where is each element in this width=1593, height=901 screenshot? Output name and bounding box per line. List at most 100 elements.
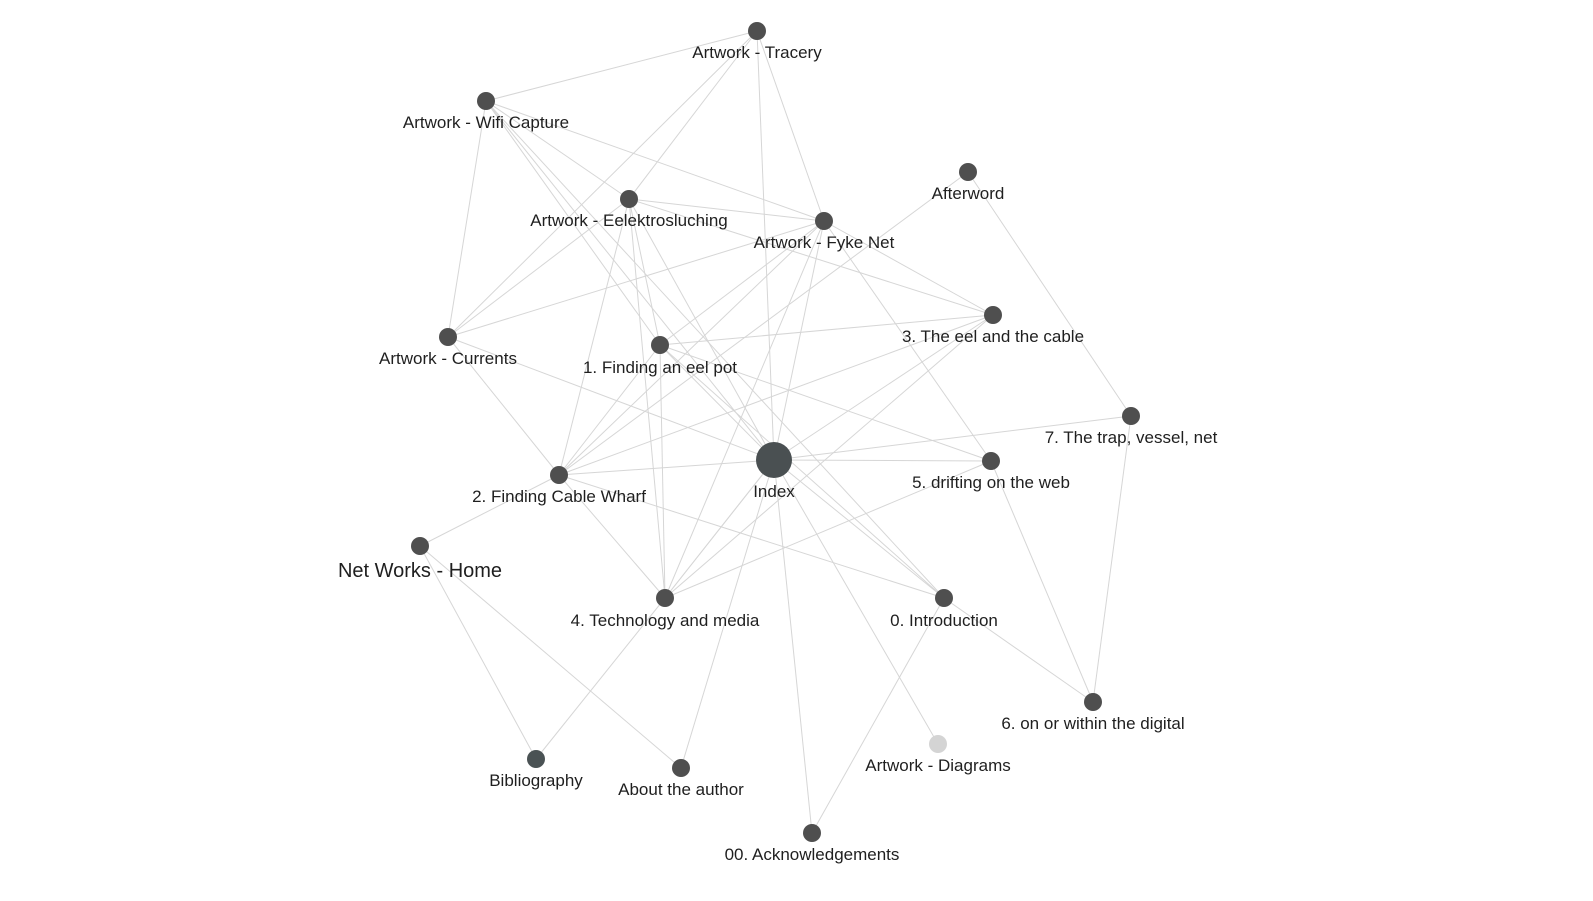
edge-drifting-digital [990,460,1094,703]
node-label-diagrams[interactable]: Artwork - Diagrams [865,756,1010,775]
node-label-eelektro[interactable]: Artwork - Eelektrosluching [530,211,727,230]
node-dot-diagrams[interactable] [929,735,947,753]
node-label-eelcable[interactable]: 3. The eel and the cable [902,327,1084,346]
edge-currents-cablewharf [447,336,560,476]
node-dot-afterword[interactable] [959,163,977,181]
edges-layer [419,30,1132,834]
node-dot-cablewharf[interactable] [550,466,568,484]
node-label-home[interactable]: Net Works - Home [338,560,502,582]
edge-techmedia-index [664,459,775,599]
edge-wifi-eelektro [485,100,630,200]
node-label-drifting[interactable]: 5. drifting on the web [912,473,1070,492]
node-techmedia[interactable]: 4. Technology and media [571,589,760,630]
node-cablewharf[interactable]: 2. Finding Cable Wharf [472,466,646,506]
edge-eelektro-currents [447,198,630,338]
edge-fyke-drifting [823,220,992,462]
edge-fyke-techmedia [664,220,825,599]
node-drifting[interactable]: 5. drifting on the web [912,452,1070,492]
node-dot-ack[interactable] [803,824,821,842]
node-dot-currents[interactable] [439,328,457,346]
node-label-currents[interactable]: Artwork - Currents [379,349,517,368]
edge-trap-digital [1092,415,1132,703]
edge-cablewharf-techmedia [558,474,666,599]
edge-eelektro-fyke [628,198,825,222]
node-index[interactable]: Index [753,442,795,501]
node-eelpot[interactable]: 1. Finding an eel pot [583,336,737,377]
node-author[interactable]: About the author [618,759,744,799]
node-label-author[interactable]: About the author [618,780,744,799]
node-dot-eelpot[interactable] [651,336,669,354]
edge-currents-index [447,336,775,461]
node-dot-tracery[interactable] [748,22,766,40]
node-dot-intro[interactable] [935,589,953,607]
node-dot-wifi[interactable] [477,92,495,110]
node-wifi[interactable]: Artwork - Wifi Capture [403,92,569,132]
node-intro[interactable]: 0. Introduction [890,589,998,630]
edge-drifting-techmedia [664,460,992,599]
edge-index-drifting [773,459,992,462]
node-label-eelpot[interactable]: 1. Finding an eel pot [583,358,737,377]
edge-eelcable-cablewharf [558,314,994,476]
edge-eelektro-eelpot [628,198,661,346]
node-diagrams[interactable]: Artwork - Diagrams [865,735,1011,775]
edge-eelpot-index [659,344,775,461]
edge-trap-index [773,415,1132,461]
node-label-cablewharf[interactable]: 2. Finding Cable Wharf [472,487,646,506]
node-dot-drifting[interactable] [982,452,1000,470]
edge-tracery-fyke [756,30,825,222]
node-bibliography[interactable]: Bibliography [489,750,583,790]
node-label-bibliography[interactable]: Bibliography [489,771,583,790]
edge-fyke-index [773,220,825,461]
edge-eelpot-cablewharf [558,344,661,476]
node-ack[interactable]: 00. Acknowledgements [725,824,900,864]
node-trap[interactable]: 7. The trap, vessel, net [1045,407,1218,447]
edge-index-cablewharf [558,459,775,476]
node-label-afterword[interactable]: Afterword [932,184,1005,203]
edge-tracery-index [756,30,775,461]
node-label-techmedia[interactable]: 4. Technology and media [571,611,760,630]
node-label-wifi[interactable]: Artwork - Wifi Capture [403,113,569,132]
edge-index-intro [773,459,945,599]
edge-wifi-intro [485,100,945,599]
node-dot-digital[interactable] [1084,693,1102,711]
edge-eelcable-index [773,314,994,461]
edge-fyke-eelcable [823,220,994,316]
node-dot-techmedia[interactable] [656,589,674,607]
node-dot-eelektro[interactable] [620,190,638,208]
node-dot-index[interactable] [756,442,792,478]
edge-fyke-currents [447,220,825,338]
node-label-index[interactable]: Index [753,482,795,501]
node-dot-author[interactable] [672,759,690,777]
node-dot-eelcable[interactable] [984,306,1002,324]
edge-eelpot-eelcable [659,314,994,346]
node-label-fyke[interactable]: Artwork - Fyke Net [754,233,895,252]
node-home[interactable]: Net Works - Home [338,537,502,582]
edge-eelektro-techmedia [628,198,666,599]
edge-intro-digital [943,597,1094,703]
node-dot-home[interactable] [411,537,429,555]
node-dot-bibliography[interactable] [527,750,545,768]
node-dot-trap[interactable] [1122,407,1140,425]
edge-cablewharf-home [419,474,560,547]
edge-index-ack [773,459,813,834]
node-eelcable[interactable]: 3. The eel and the cable [902,306,1084,346]
node-tracery[interactable]: Artwork - Tracery [692,22,822,62]
node-label-ack[interactable]: 00. Acknowledgements [725,845,900,864]
node-currents[interactable]: Artwork - Currents [379,328,517,368]
edge-tracery-currents [447,30,758,338]
edge-wifi-eelpot [485,100,661,346]
node-afterword[interactable]: Afterword [932,163,1005,203]
node-dot-fyke[interactable] [815,212,833,230]
node-fyke[interactable]: Artwork - Fyke Net [754,212,895,252]
node-label-tracery[interactable]: Artwork - Tracery [692,43,822,62]
node-label-digital[interactable]: 6. on or within the digital [1001,714,1184,733]
node-eelektro[interactable]: Artwork - Eelektrosluching [530,190,728,230]
edge-techmedia-bibliography [535,597,666,760]
node-label-intro[interactable]: 0. Introduction [890,611,998,630]
node-label-trap[interactable]: 7. The trap, vessel, net [1045,428,1218,447]
edge-home-bibliography [419,545,537,760]
edge-eelcable-techmedia [664,314,994,599]
node-digital[interactable]: 6. on or within the digital [1001,693,1185,733]
